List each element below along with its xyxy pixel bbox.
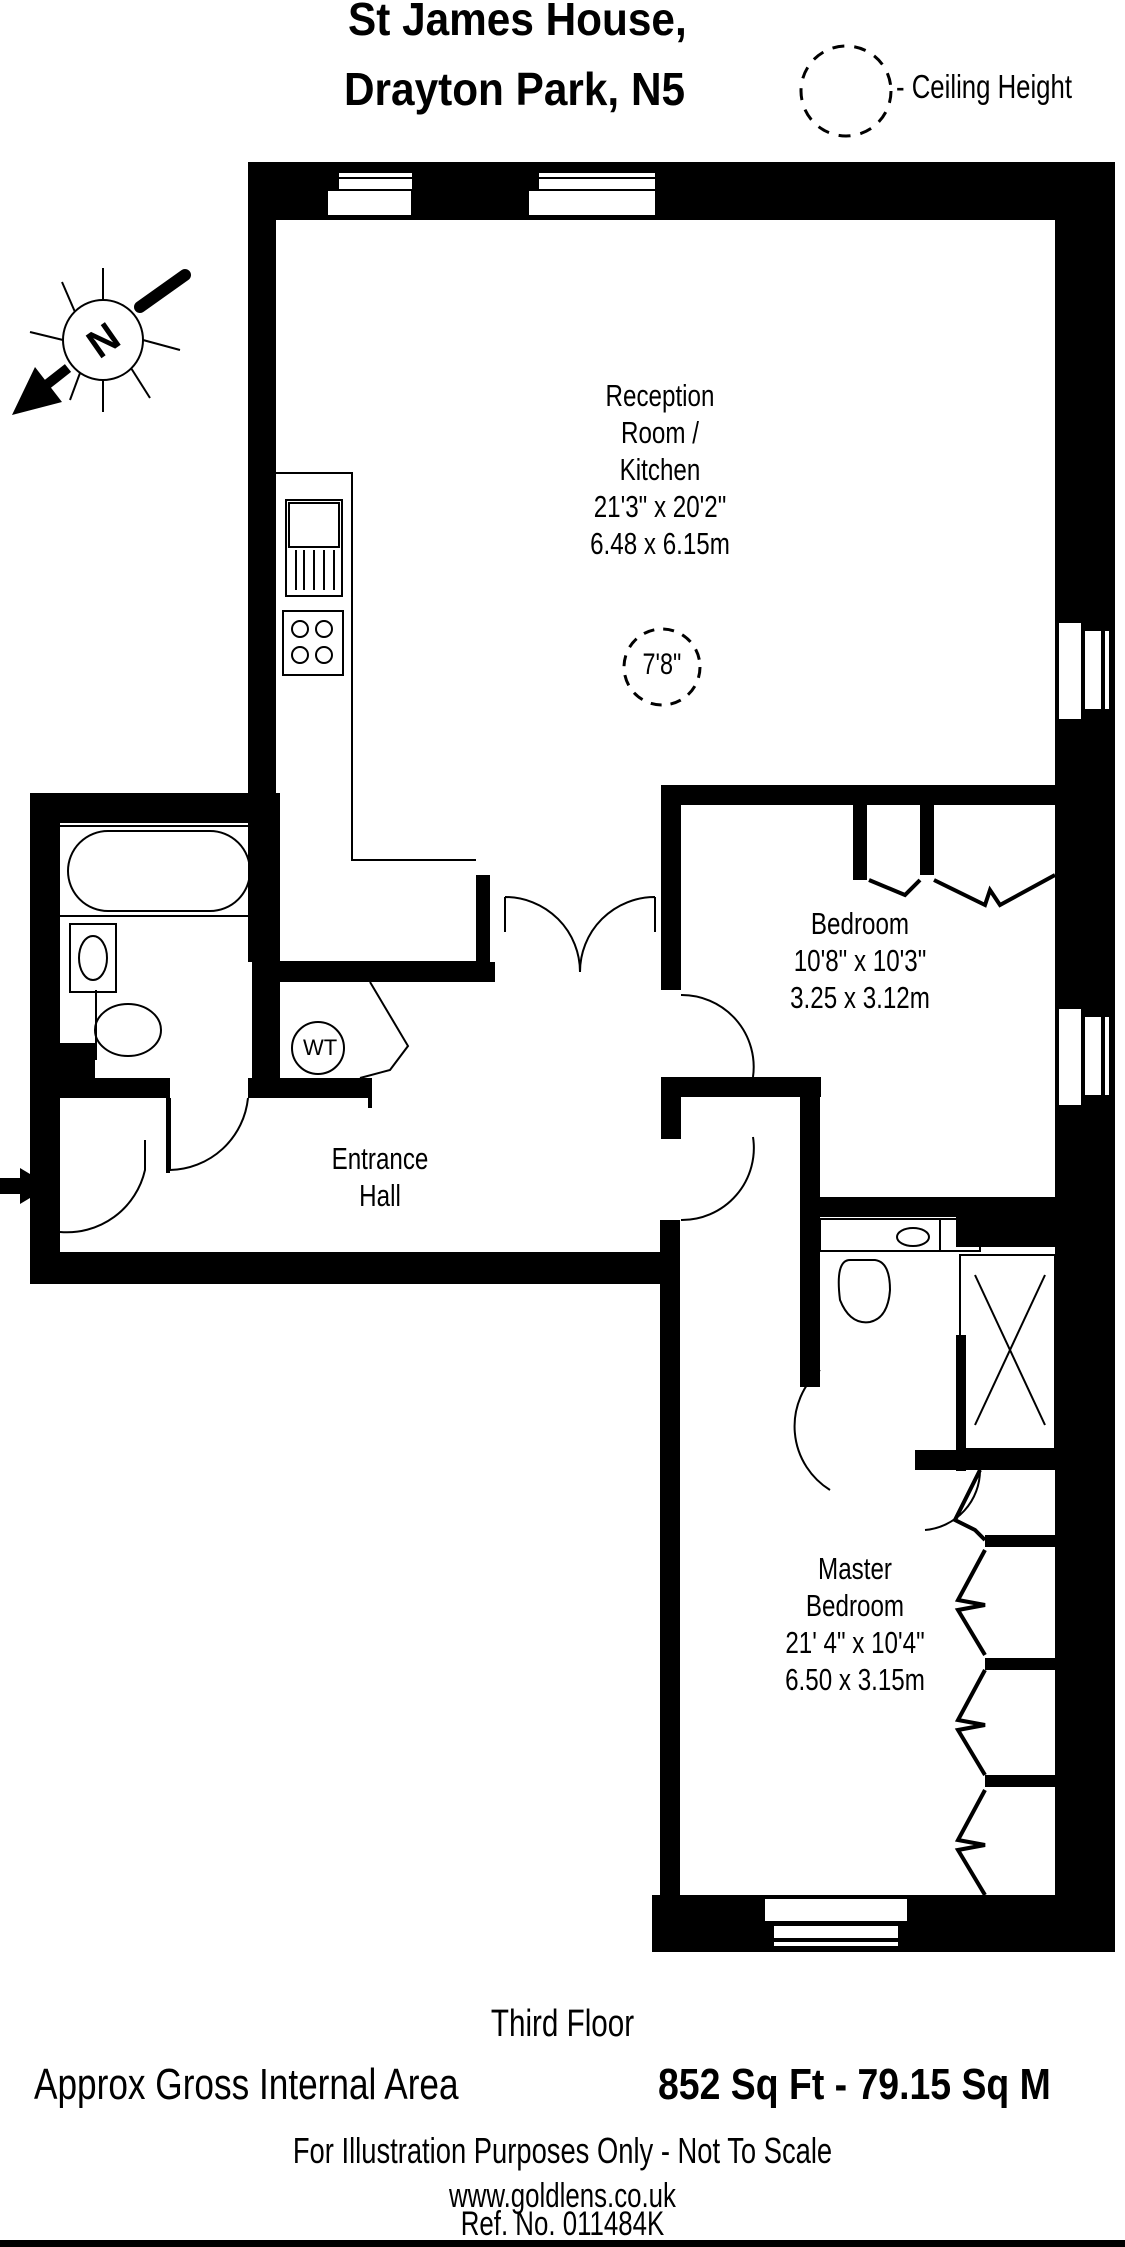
room-label-entrance-hall: Entrance Hall bbox=[310, 1140, 450, 1214]
ceiling-height-value: 7'8" bbox=[642, 648, 682, 681]
entrance-arrow-icon bbox=[0, 1168, 50, 1204]
room-dimensions-metric: 6.48 x 6.15m bbox=[590, 526, 730, 561]
room-name: Reception bbox=[605, 378, 715, 413]
property-title-line2: Drayton Park, N5 bbox=[344, 63, 686, 115]
door-swings bbox=[59, 896, 982, 1531]
room-dimensions-imperial: 10'8" x 10'3" bbox=[793, 943, 927, 978]
website-link[interactable]: www.goldlens.co.uk bbox=[449, 2177, 676, 2215]
reference-number: Ref. No. 011484K bbox=[460, 2205, 665, 2243]
property-title-line1: St James House, bbox=[348, 0, 687, 45]
bedroom-wardrobe bbox=[868, 873, 1056, 908]
ensuite-fixtures bbox=[819, 1218, 1056, 1450]
water-tank-icon bbox=[291, 1021, 345, 1075]
master-wardrobe bbox=[952, 1469, 987, 1897]
room-label-bedroom: Bedroom 10'8" x 10'3" 3.25 x 3.12m bbox=[766, 905, 953, 1016]
room-label-reception: Reception Room / Kitchen 21'3" x 20'2" 6… bbox=[551, 377, 769, 562]
room-name: Room / bbox=[621, 415, 699, 450]
room-label-master-bedroom: Master Bedroom 21' 4" x 10'4" 6.50 x 3.1… bbox=[761, 1550, 948, 1698]
room-name: Entrance bbox=[331, 1141, 429, 1176]
hob-icon bbox=[282, 610, 344, 676]
basin-icon bbox=[69, 923, 117, 993]
room-name: Bedroom bbox=[810, 906, 910, 941]
room-name: Master bbox=[818, 1551, 892, 1586]
area-label: Approx Gross Internal Area bbox=[34, 2060, 459, 2109]
room-dimensions-metric: 6.50 x 3.15m bbox=[785, 1662, 925, 1697]
sink-icon bbox=[285, 499, 343, 597]
room-dimensions-imperial: 21'3" x 20'2" bbox=[593, 489, 727, 524]
room-dimensions-metric: 3.25 x 3.12m bbox=[790, 980, 930, 1015]
kitchen-worktop bbox=[276, 472, 476, 963]
bath-icon bbox=[57, 825, 259, 917]
ceiling-height-legend: - Ceiling Height bbox=[896, 68, 1072, 105]
floor-label: Third Floor bbox=[490, 2003, 635, 2045]
disclaimer: For Illustration Purposes Only - Not To … bbox=[292, 2130, 833, 2171]
compass-north-label: N bbox=[79, 315, 128, 368]
north-compass-icon: N bbox=[12, 268, 191, 415]
room-name: Bedroom bbox=[805, 1588, 905, 1623]
room-name: Hall bbox=[359, 1178, 401, 1213]
area-value: 852 Sq Ft - 79.15 Sq M bbox=[658, 2060, 1051, 2109]
water-tank-label: WT bbox=[303, 1035, 338, 1060]
windows bbox=[326, 171, 1111, 1948]
toilet-icon bbox=[94, 990, 162, 1060]
room-name: Kitchen bbox=[619, 452, 701, 487]
bottom-border bbox=[0, 2240, 1125, 2247]
room-dimensions-imperial: 21' 4" x 10'4" bbox=[785, 1625, 925, 1660]
